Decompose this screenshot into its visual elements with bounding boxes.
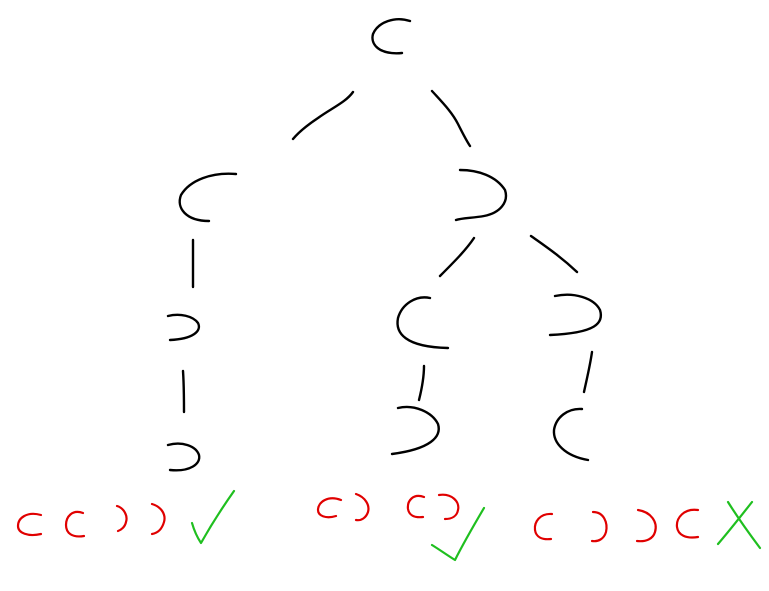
tree-node-l1-left-open: [178, 172, 238, 223]
seq1-symbol-1-open: [16, 512, 43, 537]
tree-node-l2-right-close: [548, 293, 603, 337]
seq3-symbol-3-close: [635, 508, 657, 543]
tree-node-l2-left-close: [166, 313, 201, 342]
seq2-symbol-1-open: [316, 497, 343, 519]
tree-edge: [181, 369, 186, 414]
seq1-symbol-2-open: [64, 510, 86, 538]
seq2-symbol-3-open: [406, 494, 426, 519]
seq3-symbol-1-open: [533, 512, 554, 541]
tree-edge: [417, 364, 426, 402]
tree-node-l1-right-close: [454, 168, 508, 222]
sequence-2: [316, 492, 486, 562]
tree-node-l3-mid-close: [390, 405, 440, 456]
seq2-symbol-4-close: [437, 493, 460, 521]
tree-node-l3-left-close: [166, 442, 201, 472]
sequence-3: [533, 500, 762, 550]
tree-node-root-open: [371, 18, 412, 55]
seq3-cross-mark: [716, 500, 762, 550]
tree-node-l2-mid-open: [396, 296, 450, 350]
tree-node-l3-right-open: [552, 407, 590, 462]
tree-edge: [438, 236, 476, 278]
sequence-1: [16, 489, 236, 545]
seq1-symbol-4-close: [150, 502, 166, 536]
tree-edge: [291, 90, 355, 141]
tree-edge: [582, 350, 594, 394]
tree-edge: [430, 89, 472, 148]
seq1-symbol-3-close: [115, 504, 128, 533]
seq2-check-mark: [430, 506, 486, 562]
seq3-symbol-2-close: [590, 510, 608, 543]
tree-nodes: [166, 18, 603, 472]
seq1-check-mark: [190, 489, 236, 545]
seq2-symbol-2-close: [354, 492, 370, 522]
seq3-symbol-4-open: [675, 508, 700, 539]
tree-edges: [181, 89, 594, 414]
tree-edge: [529, 234, 579, 274]
